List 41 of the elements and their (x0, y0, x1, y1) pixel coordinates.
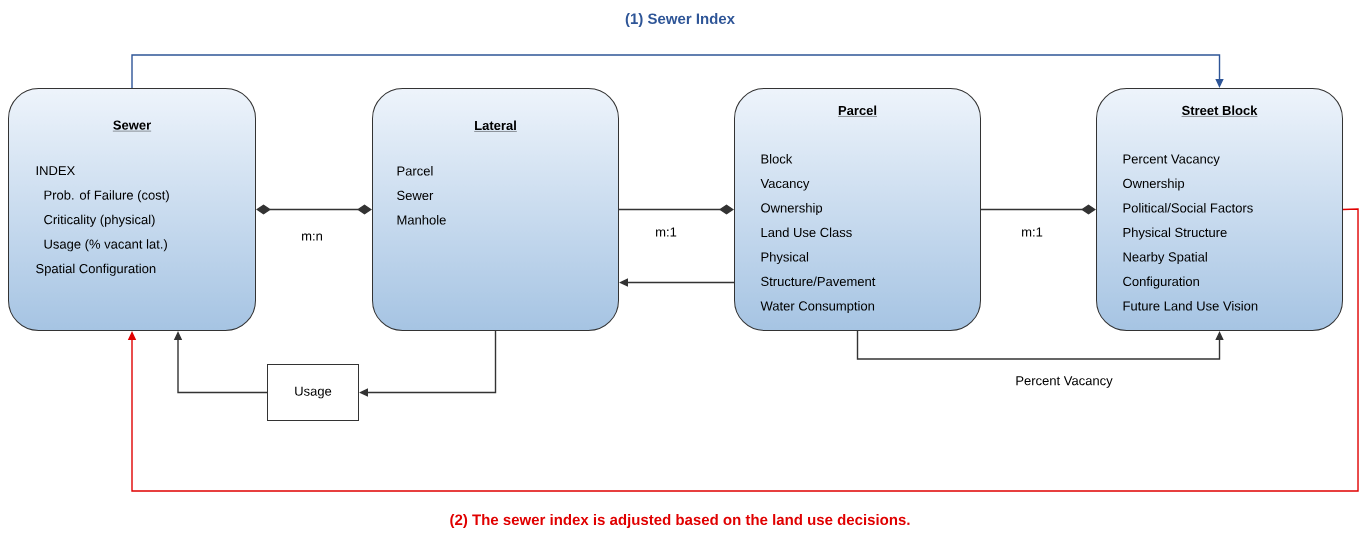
attribute-text: Prob. of Failure (cost) (44, 190, 169, 203)
attribute-text: Physical Structure/Pavement (761, 252, 876, 287)
attribute-text: Political/Social Factors (1123, 203, 1253, 213)
attribute-text: INDEX (36, 166, 75, 176)
entity-title: Street Block (1181, 105, 1258, 117)
connector (256, 204, 372, 215)
attribute-text: Sewer (397, 190, 434, 201)
entity-title: Parcel (837, 105, 878, 117)
attribute-text: Usage (% vacant lat.) (44, 239, 167, 252)
connector (127, 208, 1359, 492)
connector (131, 54, 1224, 89)
process-box: Usage (267, 364, 359, 421)
attribute-text: Percent Vacancy (1123, 154, 1220, 167)
attribute-text: Manhole (397, 215, 446, 225)
entity-title: Sewer (112, 120, 152, 132)
attribute-text: Criticality (physical) (44, 214, 155, 227)
attribute-text: Vacancy (760, 179, 810, 191)
edge-label: m:n (302, 233, 322, 241)
attribute-text: Block (761, 154, 793, 164)
entity-box (1096, 88, 1343, 331)
entity-box (372, 88, 619, 331)
attribute-text: Physical Structure (1123, 227, 1227, 240)
attribute-text: Nearby Spatial Configuration (1123, 252, 1207, 289)
connector (980, 204, 1096, 215)
edge-label: m:1 (1022, 227, 1043, 237)
edge-label: (1) Sewer Index (625, 13, 735, 27)
edge-label: m:1 (656, 227, 677, 237)
attribute-text: Spatial Configuration (36, 263, 156, 276)
connector (856, 330, 1224, 360)
edge-label: Percent Vacancy (1016, 376, 1113, 388)
attribute-text: Ownership (761, 203, 823, 216)
attribute-text: Future Land Use Vision (1123, 301, 1258, 311)
edge-label: (2) The sewer index is adjusted based on the land use decisions. (450, 514, 910, 528)
entity-title: Lateral (474, 120, 518, 132)
attribute-text: Water Consumption (760, 301, 875, 314)
attribute-text: Parcel (397, 166, 433, 176)
entity-box (8, 88, 256, 331)
attribute-text: Ownership (1123, 178, 1185, 191)
entity-box (734, 88, 981, 331)
connector (618, 204, 734, 215)
attribute-text: Land Use Class (761, 227, 852, 238)
